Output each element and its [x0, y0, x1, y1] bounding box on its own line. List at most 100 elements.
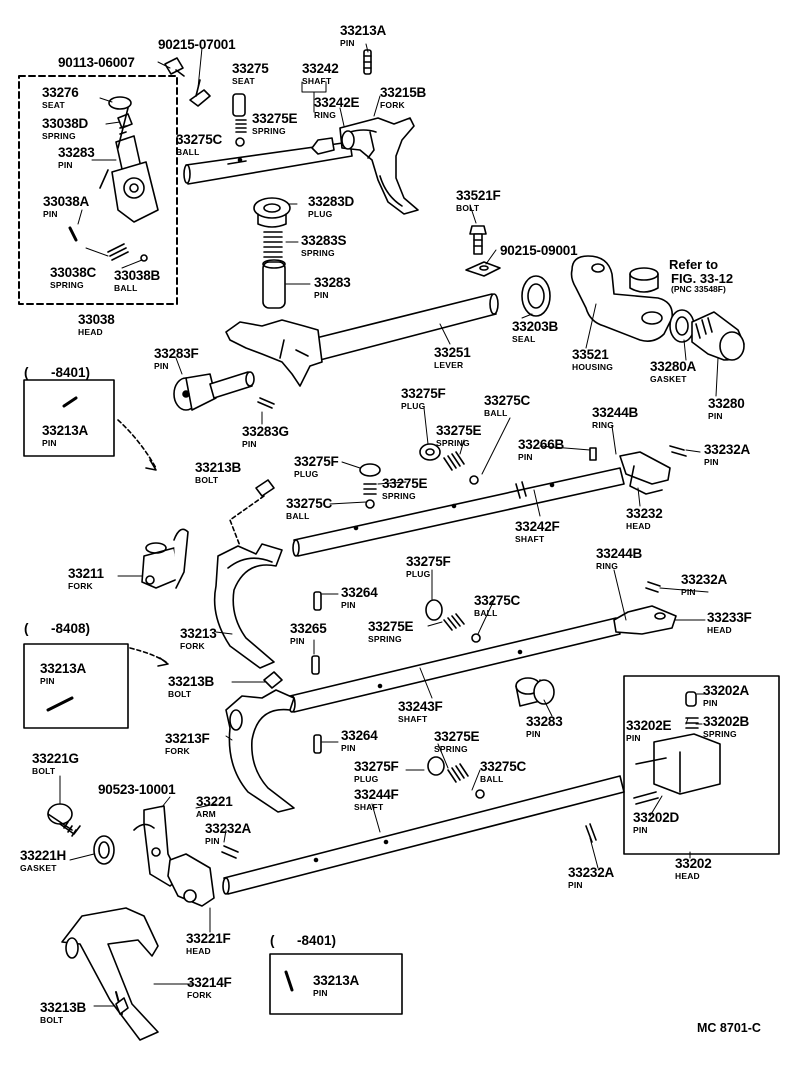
part-number: 33275E — [436, 423, 482, 438]
lever-33251 — [225, 293, 499, 387]
part-number: 33213 — [180, 626, 217, 641]
part-number: 33232A — [205, 821, 252, 836]
part-name: SPRING — [434, 743, 468, 754]
part-name: PLUG — [308, 208, 333, 219]
part-name: GASKET — [20, 862, 57, 873]
part-name: HOUSING — [572, 361, 614, 372]
part-name: HEAD — [186, 945, 211, 956]
variant-box-3-pin-number: 33213A — [313, 973, 360, 988]
bolt-33213b-b — [263, 671, 283, 689]
part-number: 33038D — [42, 116, 89, 131]
part-name: SPRING — [436, 437, 470, 448]
part-number: 33242E — [314, 95, 360, 110]
part-number: 90215-07001 — [158, 37, 236, 52]
ball-33275c-a — [469, 475, 479, 485]
bolt-90113 — [164, 57, 185, 77]
part-name: HEAD — [675, 870, 700, 881]
part-name: PIN — [703, 697, 718, 708]
part-name: PLUG — [406, 568, 431, 579]
part-name: PLUG — [354, 773, 379, 784]
part-number: 33213A — [340, 23, 387, 38]
part-number: 33213B — [168, 674, 215, 689]
bolt-33213b-a — [255, 479, 275, 497]
part-name: HEAD — [78, 326, 103, 337]
part-number: 33038B — [114, 268, 161, 283]
pin-33283-b — [515, 677, 555, 707]
pin-33232a-d — [221, 845, 239, 859]
part-number: 33215B — [380, 85, 427, 100]
part-number: 33213B — [195, 460, 242, 475]
part-number: 33275C — [474, 593, 521, 608]
part-number: 33214F — [187, 975, 232, 990]
part-number: 33242F — [515, 519, 560, 534]
part-number: 33221F — [186, 931, 231, 946]
part-name: LEVER — [434, 359, 464, 370]
part-name: PIN — [340, 37, 355, 48]
part-number: 33232A — [704, 442, 751, 457]
part-name: ARM — [196, 808, 216, 819]
part-number: 33275 — [232, 61, 269, 76]
part-name: BOLT — [456, 202, 480, 213]
spring-33275e-c — [443, 613, 481, 643]
part-name: PIN — [242, 438, 257, 449]
part-number: 90113-06007 — [58, 55, 135, 70]
housing-33521 — [570, 255, 674, 342]
pin-33213a-top — [363, 49, 372, 75]
part-number: 33275C — [484, 393, 531, 408]
part-number: 33276 — [42, 85, 79, 100]
part-number: 33202A — [703, 683, 750, 698]
part-number: 33202 — [675, 856, 712, 871]
part-name: SHAFT — [354, 801, 384, 812]
pin-33265 — [311, 655, 320, 675]
part-name: SPRING — [301, 247, 335, 258]
part-name: BOLT — [168, 688, 192, 699]
part-name: BOLT — [32, 765, 56, 776]
part-name: PIN — [58, 159, 73, 170]
diagram-code: MC 8701-C — [697, 1021, 761, 1035]
variant-box-3-pin-name: PIN — [313, 987, 328, 998]
plug-33275f-b — [359, 463, 381, 477]
part-name: SEAL — [512, 333, 536, 344]
part-number: 33221H — [20, 848, 67, 863]
plug-33275f-d — [427, 756, 445, 776]
fork-33211 — [141, 528, 189, 589]
part-number: 33266B — [518, 437, 565, 452]
pin-33232a-c — [585, 823, 597, 843]
part-number: 33283F — [154, 346, 199, 361]
part-number: 33243F — [398, 699, 443, 714]
spring-33275e — [235, 119, 247, 147]
part-name: GASKET — [650, 373, 687, 384]
shaft-33242f — [292, 467, 625, 557]
ref-cylinder — [629, 267, 659, 293]
part-number: 33202B — [703, 714, 750, 729]
part-name: BALL — [176, 146, 200, 157]
variant-box-1-pin-name: PIN — [42, 437, 57, 448]
part-number: 33244B — [596, 546, 643, 561]
head-33038 — [68, 96, 159, 262]
part-number: 33211 — [68, 566, 104, 581]
part-name: PIN — [526, 728, 541, 739]
